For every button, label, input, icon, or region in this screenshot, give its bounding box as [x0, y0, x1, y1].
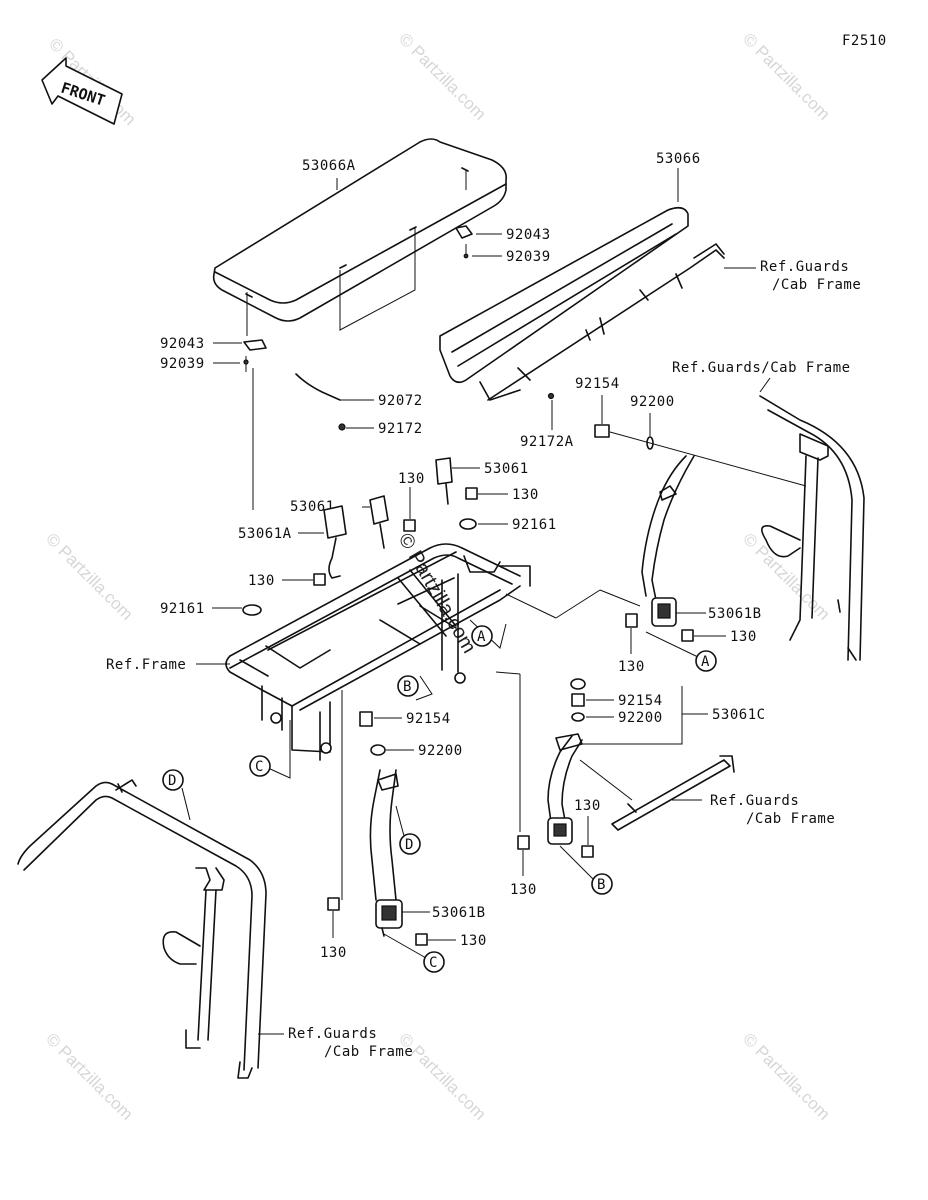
part-label-53061A: 53061A: [238, 526, 292, 542]
ref-frame: Ref.Frame: [106, 657, 186, 673]
callout-b2-label: B: [597, 877, 606, 893]
seat-tether: [295, 373, 341, 401]
ref-guards-right: Ref.Guards/Cab Frame: [672, 360, 851, 376]
part-label-92200-middle: 92200: [418, 743, 463, 759]
part-label-53061-right: 53061: [484, 461, 529, 477]
washer-92161-right: [459, 518, 477, 530]
cap-53061C: [570, 678, 586, 690]
cab-cross-tube: [611, 755, 735, 831]
part-label-92043-left: 92043: [160, 336, 205, 352]
fastener-92043-right: [455, 170, 473, 259]
bolt-92154-middle: [359, 711, 373, 727]
fastener-92043-left: [243, 292, 267, 372]
ref-guards-top-2: /Cab Frame: [772, 277, 861, 293]
callout-d-label: D: [405, 837, 414, 853]
bolt-130: [581, 845, 594, 858]
part-label-53066: 53066: [656, 151, 701, 167]
part-label-130-bc: 130: [574, 798, 601, 814]
bolt-130: [517, 835, 530, 850]
callout-b-label: B: [403, 679, 412, 695]
bolt-130: [465, 487, 478, 500]
callout-a2-label: A: [477, 629, 486, 645]
seatbelt-53061C: [547, 733, 583, 845]
callout-B: [397, 675, 419, 697]
watermark: © Partzilla.com: [739, 1029, 833, 1123]
part-label-130-b2: 130: [460, 933, 487, 949]
part-label-53061-left: 53061: [290, 499, 335, 515]
part-label-92154-center: 92154: [618, 693, 663, 709]
watermark: © Partzilla.com: [42, 1029, 136, 1123]
part-label-92161-left: 92161: [160, 601, 205, 617]
washer-92200-middle: [370, 744, 386, 756]
callout-C: [249, 755, 271, 777]
cab-frame-guard-right: [759, 395, 865, 661]
bed-frame: [225, 543, 531, 761]
part-label-130-l: 130: [398, 471, 425, 487]
part-label-92161-right: 92161: [512, 517, 557, 533]
bolt-130: [625, 613, 638, 628]
watermark: © Partzilla.com: [394, 530, 480, 658]
callout-D: [399, 833, 421, 855]
callout-D: [162, 769, 184, 791]
part-label-92039-left: 92039: [160, 356, 205, 372]
bolt-130: [313, 573, 326, 586]
part-label-92200-center: 92200: [618, 710, 663, 726]
part-label-92072: 92072: [378, 393, 423, 409]
buckle-53061-right: [435, 457, 453, 505]
part-label-53066A: 53066A: [302, 158, 356, 174]
part-label-92039-right: 92039: [506, 249, 551, 265]
callout-C: [423, 951, 445, 973]
part-label-53061B-right: 53061B: [708, 606, 762, 622]
callout-B: [591, 873, 613, 895]
part-label-53061B-bottom: 53061B: [432, 905, 486, 921]
callout-c2-label: C: [429, 955, 438, 971]
callout-c-label: C: [255, 759, 264, 775]
figure-code: F2510: [842, 33, 887, 49]
cab-frame-guard-left: [17, 779, 267, 1079]
part-label-53061C: 53061C: [712, 707, 766, 723]
part-label-130-r: 130: [512, 487, 539, 503]
watermark: © Partzilla.com: [42, 529, 136, 623]
ref-guards-bottom-1: Ref.Guards: [288, 1026, 377, 1042]
bolt-130: [327, 897, 340, 911]
seatbelt-53061B-right: [641, 455, 695, 627]
part-label-130-ll: 130: [248, 573, 275, 589]
part-label-92172A: 92172A: [520, 434, 574, 450]
ref-guards-mid-1: Ref.Guards: [710, 793, 799, 809]
washer-92200-center: [571, 712, 585, 722]
callout-d2-label: D: [168, 773, 177, 789]
part-label-92172: 92172: [378, 421, 423, 437]
ref-guards-bottom-2: /Cab Frame: [324, 1044, 413, 1060]
bolt-130: [403, 519, 416, 532]
part-label-92154-top: 92154: [575, 376, 620, 392]
bolt-130: [415, 933, 428, 946]
part-label-92200-top: 92200: [630, 394, 675, 410]
bolt-92154-center: [571, 693, 585, 707]
part-label-130-rb: 130: [730, 629, 757, 645]
buckle-53061-left: [369, 495, 389, 549]
watermark: © Partzilla.com: [739, 29, 833, 123]
seat-cushion: [212, 138, 508, 331]
callout-A: [471, 625, 493, 647]
part-label-130-bl: 130: [510, 882, 537, 898]
part-label-130-ra: 130: [618, 659, 645, 675]
ref-guards-top-1: Ref.Guards: [760, 259, 849, 275]
part-label-92043-right: 92043: [506, 227, 551, 243]
callout-A: [695, 650, 717, 672]
bolt-130: [681, 629, 694, 642]
callout-a-label: A: [701, 654, 710, 670]
front-arrow-icon: FRONT: [41, 57, 123, 125]
buckle-53061A: [323, 505, 347, 579]
watermark: © Partzilla.com: [395, 29, 489, 123]
seat-backrest: [439, 206, 725, 401]
washer-92161-left: [242, 604, 262, 616]
part-label-130-b1: 130: [320, 945, 347, 961]
seatbelt-53061B-bottom: [369, 769, 403, 937]
bolt-92154-top: [594, 424, 610, 438]
part-label-92154-middle: 92154: [406, 711, 451, 727]
ref-guards-mid-2: /Cab Frame: [746, 811, 835, 827]
